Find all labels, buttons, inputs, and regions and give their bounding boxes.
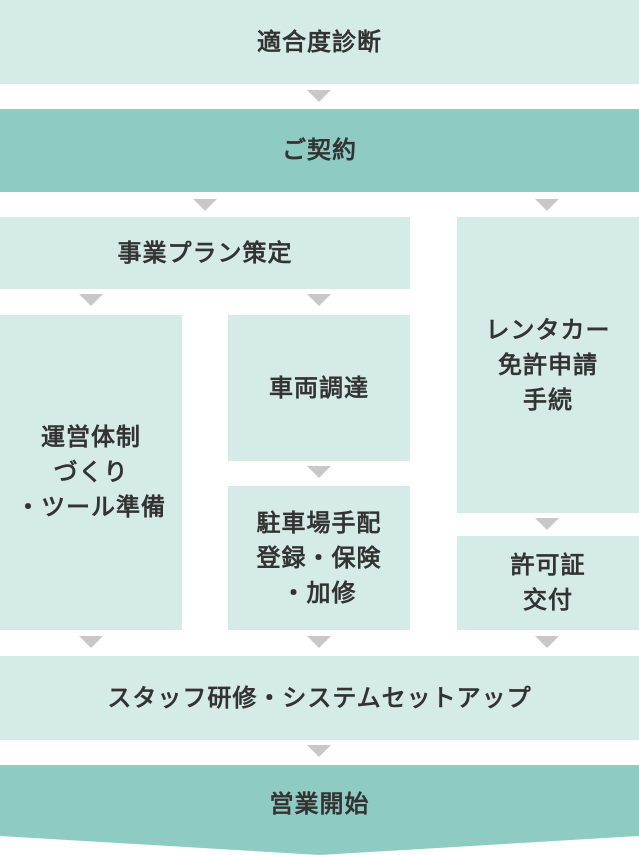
arrow-down-icon <box>307 745 331 757</box>
arrow-down-icon <box>79 636 103 648</box>
step-permit-issuance: 許可証 交付 <box>457 536 639 630</box>
step-parking-registration: 駐車場手配 登録・保険 ・加修 <box>228 486 410 630</box>
arrow-down-icon <box>535 199 559 211</box>
step-operation-setup: 運営体制 づくり ・ツール準備 <box>0 315 182 630</box>
step-business-launch-label: 営業開始 <box>269 790 370 818</box>
step-vehicle-procurement: 車両調達 <box>228 315 410 461</box>
step-rental-permit-application: レンタカー 免許申請 手続 <box>457 217 639 513</box>
step-suitability-diagnosis-label: 適合度診断 <box>257 27 382 56</box>
step-parking-registration-label: 駐車場手配 登録・保険 ・加修 <box>256 508 382 607</box>
arrow-down-icon <box>307 466 331 478</box>
step-contract-label: ご契約 <box>282 136 357 164</box>
step-rental-permit-application-label: レンタカー 免許申請 手続 <box>485 315 611 414</box>
arrow-down-icon <box>79 294 103 306</box>
arrow-down-icon <box>307 90 331 102</box>
arrow-down-icon <box>193 199 217 211</box>
arrow-down-icon <box>535 518 559 530</box>
step-business-launch <box>0 765 639 855</box>
step-business-plan-label: 事業プラン策定 <box>117 238 293 267</box>
step-business-plan: 事業プラン策定 <box>0 217 410 289</box>
step-staff-training-system-setup: スタッフ研修・システムセットアップ <box>0 656 639 740</box>
step-suitability-diagnosis: 適合度診断 <box>0 0 639 84</box>
arrow-down-icon <box>307 294 331 306</box>
arrow-down-icon <box>535 636 559 648</box>
arrow-down-icon <box>307 636 331 648</box>
step-vehicle-procurement-label: 車両調達 <box>269 373 369 402</box>
step-operation-setup-label: 運営体制 づくり ・ツール準備 <box>16 423 166 521</box>
step-staff-training-system-setup-label: スタッフ研修・システムセットアップ <box>107 683 532 712</box>
step-permit-issuance-label: 許可証 交付 <box>510 551 586 614</box>
step-contract: ご契約 <box>0 109 639 192</box>
